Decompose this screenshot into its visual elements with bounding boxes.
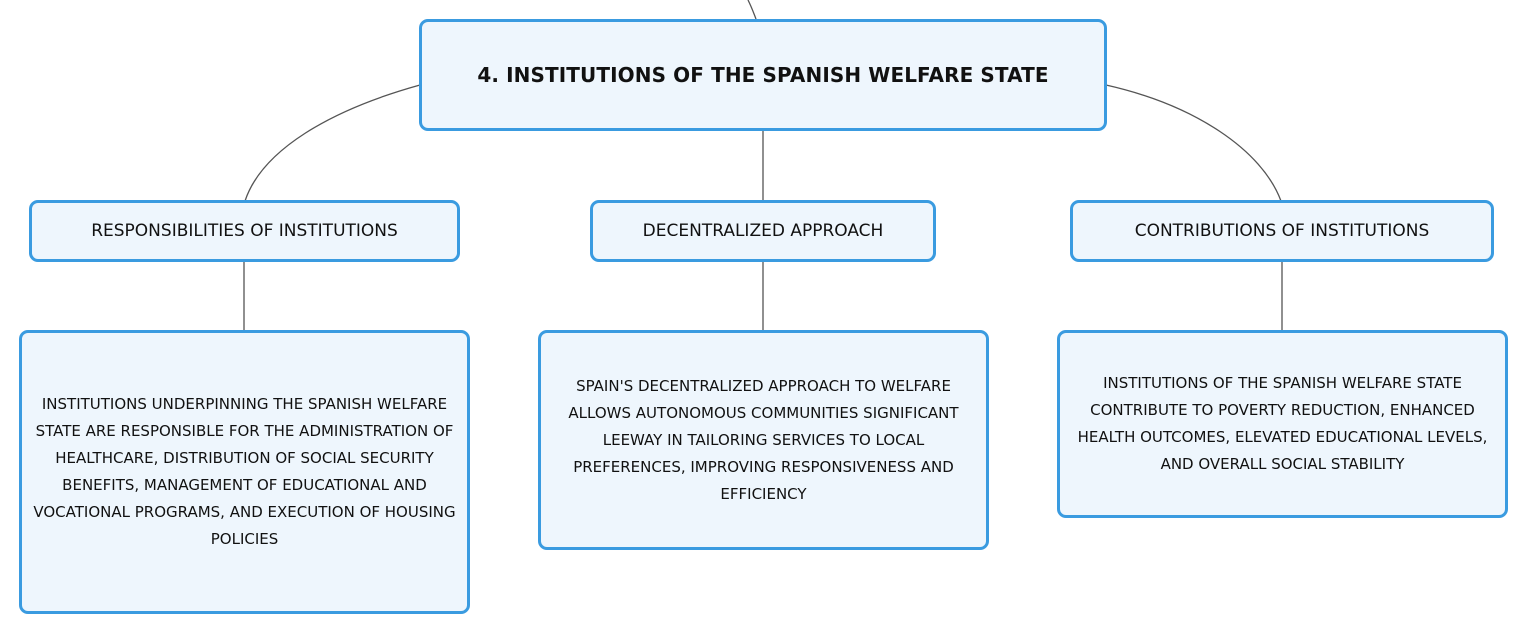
subtopic-responsibilities-detail[interactable]: INSTITUTIONS UNDERPINNING THE SPANISH WE… bbox=[19, 330, 470, 614]
root-topic-label: 4. INSTITUTIONS OF THE SPANISH WELFARE S… bbox=[477, 63, 1049, 87]
topic-responsibilities-of-institutions[interactable]: RESPONSIBILITIES OF INSTITUTIONS bbox=[29, 200, 460, 262]
topic-label: CONTRIBUTIONS OF INSTITUTIONS bbox=[1134, 221, 1430, 241]
topic-contributions-of-institutions[interactable]: CONTRIBUTIONS OF INSTITUTIONS bbox=[1070, 200, 1494, 262]
topic-decentralized-approach[interactable]: DECENTRALIZED APPROACH bbox=[590, 200, 936, 262]
connector-root-to-responsibilities bbox=[244, 84, 421, 202]
subtopic-text: INSTITUTIONS UNDERPINNING THE SPANISH WE… bbox=[33, 395, 456, 548]
topic-label: RESPONSIBILITIES OF INSTITUTIONS bbox=[91, 221, 398, 241]
connector-root-to-contributions bbox=[1105, 84, 1282, 202]
connector-parent-to-root bbox=[747, 0, 757, 20]
subtopic-text: INSTITUTIONS OF THE SPANISH WELFARE STAT… bbox=[1077, 374, 1488, 473]
subtopic-contributions-detail[interactable]: INSTITUTIONS OF THE SPANISH WELFARE STAT… bbox=[1057, 330, 1508, 518]
subtopic-decentralized-detail[interactable]: SPAIN'S DECENTRALIZED APPROACH TO WELFAR… bbox=[538, 330, 989, 550]
topic-label: DECENTRALIZED APPROACH bbox=[642, 221, 884, 241]
subtopic-text: SPAIN'S DECENTRALIZED APPROACH TO WELFAR… bbox=[568, 376, 959, 503]
root-topic-node[interactable]: 4. INSTITUTIONS OF THE SPANISH WELFARE S… bbox=[419, 19, 1107, 131]
